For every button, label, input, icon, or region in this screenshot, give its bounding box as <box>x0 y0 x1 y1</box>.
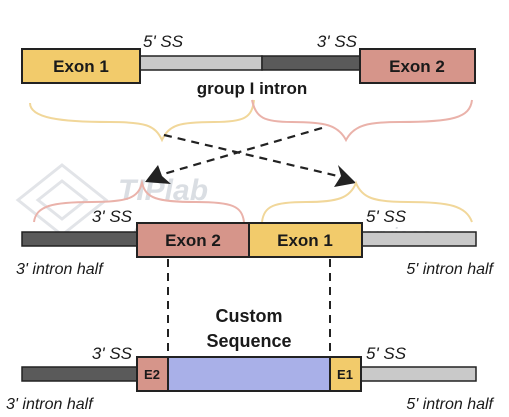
bottom-e1-label: E1 <box>337 367 353 382</box>
bottom-e2-label: E2 <box>144 367 160 382</box>
bottom-construct: E2 E1 Custom Sequence 3' SS 5' SS 3' int… <box>6 306 495 413</box>
bottom-3ss-label: 3' SS <box>92 344 133 363</box>
bottom-5prime-intron-half <box>360 366 477 382</box>
middle-exon2-label: Exon 2 <box>165 231 221 250</box>
bottom-5ss-label: 5' SS <box>366 344 407 363</box>
arrow-left-to-right <box>163 133 343 179</box>
top-exon1-box <box>21 48 141 84</box>
arrow-right-to-left <box>159 126 323 177</box>
middle-exon1-label: Exon 1 <box>277 231 333 250</box>
middle-right-brace <box>261 180 473 223</box>
watermark-diamond-icon <box>15 163 109 237</box>
middle-5prime-half-label: 5' intron half <box>406 261 494 278</box>
bottom-e1-box <box>329 356 362 392</box>
middle-3prime-intron-half <box>21 231 138 247</box>
arrow-right-head-icon <box>334 165 356 187</box>
bottom-5prime-half-label: 5' intron half <box>406 396 494 413</box>
arrow-left-head-icon <box>145 165 171 184</box>
middle-3ss-label: 3' SS <box>92 207 133 226</box>
middle-3prime-half-label: 3' intron half <box>16 261 104 278</box>
top-exon2-box <box>359 48 476 84</box>
bottom-3prime-intron-half <box>21 366 138 382</box>
top-3ss-label: 3' SS <box>317 32 358 51</box>
custom-label-line2: Sequence <box>206 331 291 351</box>
middle-5prime-intron-half <box>361 231 477 247</box>
top-left-brace <box>29 99 255 143</box>
top-5ss-label: 5' SS <box>143 32 184 51</box>
middle-5ss-label: 5' SS <box>366 207 407 226</box>
top-exon1-label: Exon 1 <box>53 57 109 76</box>
top-intron-dark-segment <box>261 55 361 71</box>
bottom-e2-box <box>136 356 169 392</box>
bottom-3prime-half-label: 3' intron half <box>6 396 94 413</box>
permutation-arrows <box>145 126 356 187</box>
top-intron-light-segment <box>139 55 263 71</box>
middle-construct: Exon 2 Exon 1 3' SS 5' SS 3' intron half… <box>16 207 495 278</box>
top-exon2-label: Exon 2 <box>389 57 445 76</box>
custom-label-line1: Custom <box>216 306 283 326</box>
middle-left-brace <box>33 179 245 223</box>
intron-type-label: group I intron <box>197 79 307 98</box>
custom-sequence-box <box>167 356 331 392</box>
middle-exon1-box <box>248 222 363 258</box>
top-right-brace <box>251 99 473 143</box>
top-construct: Exon 1 Exon 2 5' SS 3' SS group I intron <box>21 32 476 98</box>
